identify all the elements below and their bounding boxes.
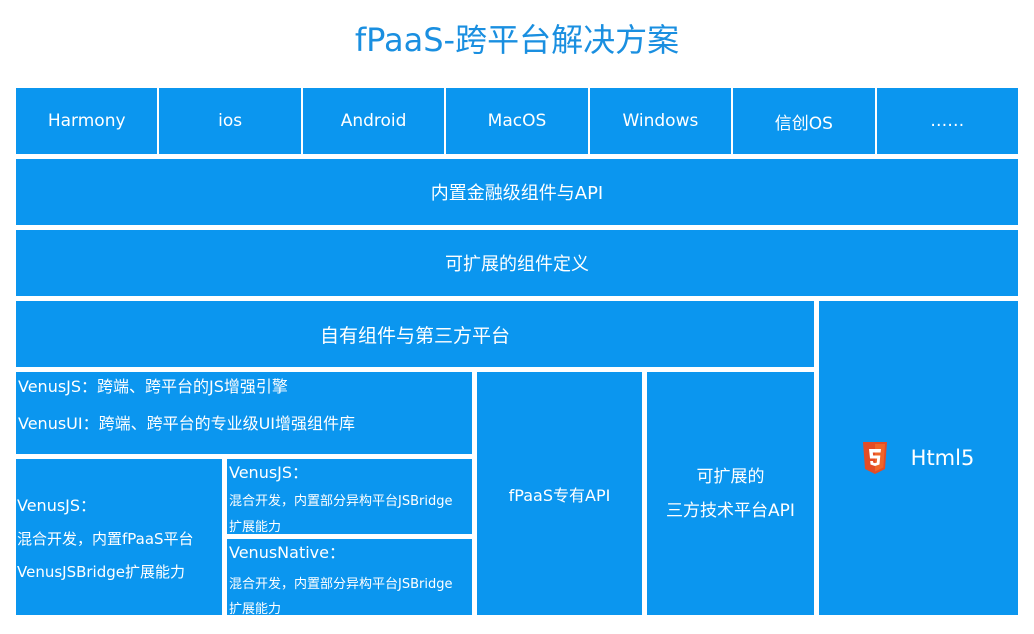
venusjs-bridge-desc-line2: 扩展能力 [229,520,282,534]
extensible-definition-layer: 可扩展的组件定义 [16,230,1018,296]
venus-engine-block: VenusJS：跨端、跨平台的JS增强引擎 VenusUI：跨端、跨平台的专业级… [16,372,472,454]
venusnative-block: VenusNative： 混合开发，内置部分异构平台JSBridge 扩展能力 [227,539,472,615]
html5-label: Html5 [910,446,975,470]
venusjs-bridge-heading: VenusJS： [229,463,309,482]
own-and-third-party-layer: 自有组件与第三方平台 [16,301,814,367]
venusui-library-text: VenusUI：跨端、跨平台的专业级UI增强组件库 [18,414,356,433]
platform-windows: Windows [589,88,734,154]
finance-components-layer: 内置金融级组件与API [16,159,1018,225]
platform-android: Android [302,88,447,154]
platform-macos: MacOS [446,88,590,154]
venusnative-desc-line2: 扩展能力 [229,602,282,615]
platform-xinchuang-os: 信创OS [733,88,877,154]
venusjs-bridge-block: VenusJS： 混合开发，内置部分异构平台JSBridge 扩展能力 [227,459,472,534]
venusnative-heading: VenusNative： [229,543,345,562]
venusjs-engine-text: VenusJS：跨端、跨平台的JS增强引擎 [18,377,288,396]
html5-block: Html5 [819,301,1018,615]
platform-row: Harmony ios Android MacOS Windows 信创OS …… [16,88,1018,154]
third-party-api-block: 可扩展的 三方技术平台API [647,372,814,615]
venusjs-heading: VenusJS： [17,496,97,515]
venusjs-desc-line1: 混合开发，内置fPaaS平台 [17,530,194,548]
third-party-api-line2: 三方技术平台API [666,500,795,521]
platform-ios: ios [159,88,303,154]
venusjs-bridge-desc-line1: 混合开发，内置部分异构平台JSBridge [229,494,453,509]
venusjs-desc-line2: VenusJSBridge扩展能力 [17,563,185,581]
page-title: fPaaS-跨平台解决方案 [354,21,680,59]
third-party-api-line1: 可扩展的 [696,466,765,487]
html5-shield-icon [862,442,887,474]
fpaas-api-block: fPaaS专有API [477,372,642,615]
venusjs-fpaas-block: VenusJS： 混合开发，内置fPaaS平台 VenusJSBridge扩展能… [16,459,222,615]
platform-more: …… [876,88,1018,154]
venusnative-desc-line1: 混合开发，内置部分异构平台JSBridge [229,577,453,592]
platform-harmony: Harmony [16,88,160,154]
